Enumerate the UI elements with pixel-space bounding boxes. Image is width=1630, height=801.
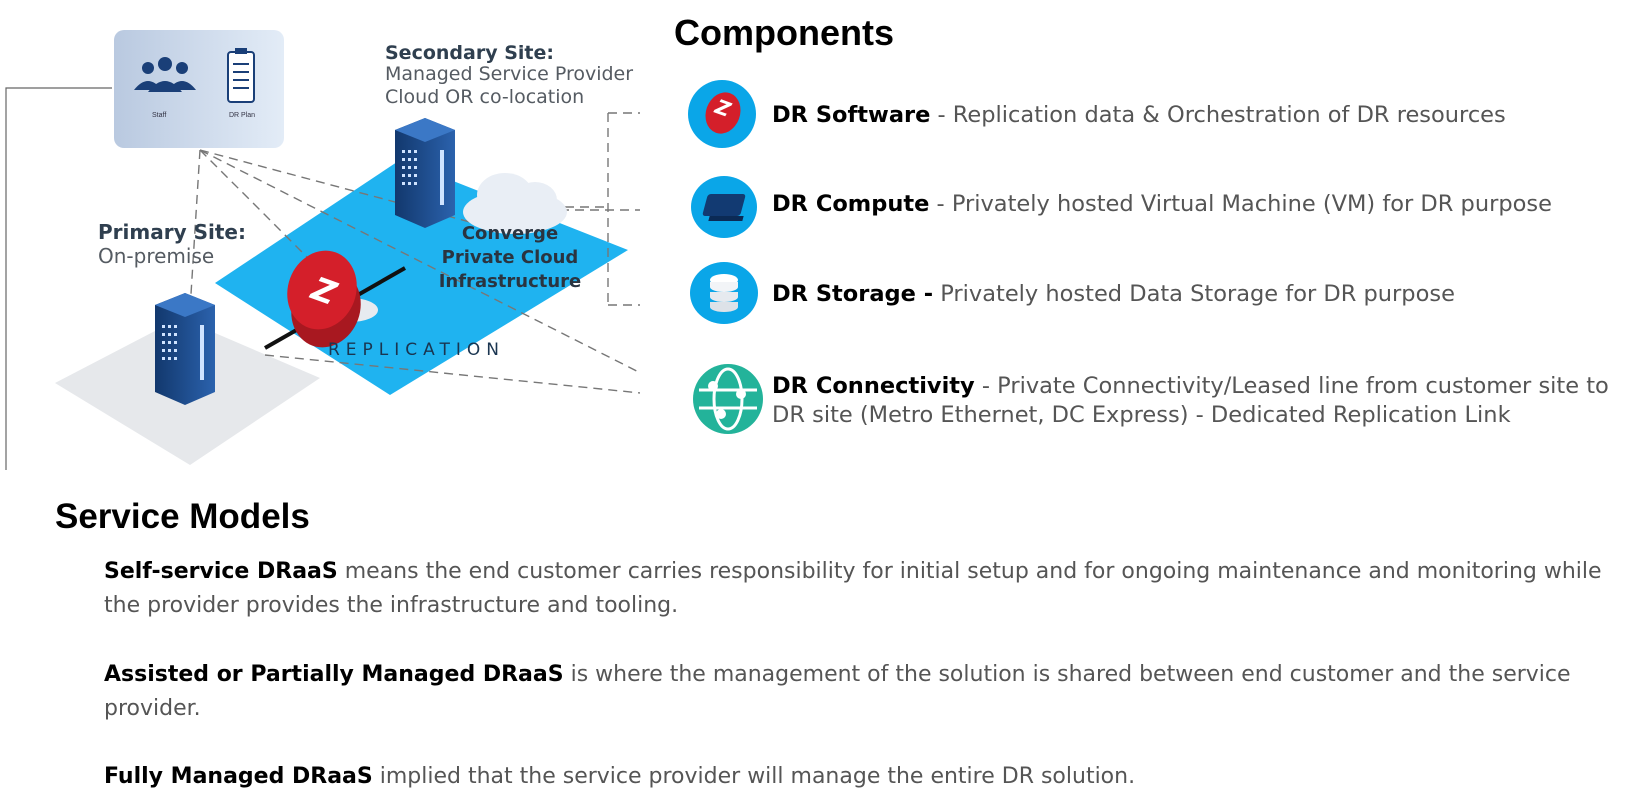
model-title: Assisted or Partially Managed DRaaS xyxy=(104,662,564,687)
zerto-puck-icon xyxy=(287,250,378,348)
clipboard-icon xyxy=(227,48,255,103)
service-model-self: Self-service DRaaS means the end custome… xyxy=(104,555,1604,623)
component-dr-software: DR Software - Replication data & Orchest… xyxy=(772,101,1592,130)
secondary-server-icon xyxy=(395,118,455,228)
zerto-icon: Z xyxy=(688,80,756,148)
cloud-icon xyxy=(463,173,567,234)
primary-site-sub: On-premise xyxy=(98,244,215,268)
cloud-line1: Converge xyxy=(461,223,559,244)
architecture-diagram xyxy=(5,30,640,470)
cloud-label: Converge Private Cloud Infrastructure xyxy=(430,222,590,294)
component-title: DR Software xyxy=(772,102,931,128)
compute-icon xyxy=(691,176,757,238)
staff-label: Staff xyxy=(152,112,167,119)
cloud-line3: Infrastructure xyxy=(438,271,582,292)
staff-icon xyxy=(134,57,196,92)
bracket-line xyxy=(5,87,112,470)
network-globe-icon xyxy=(693,364,763,434)
secondary-line2: Cloud OR co-location xyxy=(385,86,585,108)
model-title: Self-service DRaaS xyxy=(104,559,338,584)
component-desc: Privately hosted Data Storage for DR pur… xyxy=(933,281,1455,307)
component-dr-storage: DR Storage - Privately hosted Data Stora… xyxy=(772,280,1592,309)
dashed-connections xyxy=(189,112,640,394)
secondary-site-title: Secondary Site: xyxy=(385,42,554,64)
component-title: DR Connectivity xyxy=(772,373,975,399)
secondary-site-sub: Managed Service Provider Cloud OR co-loc… xyxy=(385,63,633,109)
model-desc: means the end customer carries responsib… xyxy=(104,559,1602,618)
model-title: Fully Managed DRaaS xyxy=(104,764,373,789)
cloud-line2: Private Cloud xyxy=(441,247,579,268)
drplan-label: DR Plan xyxy=(229,112,256,119)
component-desc: - Replication data & Orchestration of DR… xyxy=(930,102,1506,128)
model-desc: is where the management of the solution … xyxy=(104,662,1571,721)
service-models-heading: Service Models xyxy=(55,497,310,536)
component-title: DR Storage - xyxy=(772,281,934,307)
component-title: DR Compute xyxy=(772,191,930,217)
secondary-line1: Managed Service Provider xyxy=(385,63,634,85)
primary-server-icon xyxy=(155,293,215,405)
model-desc: implied that the service provider will m… xyxy=(372,764,1136,789)
component-desc: - Privately hosted Virtual Machine (VM) … xyxy=(929,191,1552,217)
service-model-assisted: Assisted or Partially Managed DRaaS is w… xyxy=(104,658,1604,726)
replication-label: REPLICATION xyxy=(328,340,505,360)
storage-icon xyxy=(690,262,758,324)
component-dr-connectivity: DR Connectivity - Private Connectivity/L… xyxy=(772,372,1612,430)
component-desc: - Private Connectivity/Leased line from … xyxy=(772,373,1609,428)
service-model-fully: Fully Managed DRaaS implied that the ser… xyxy=(104,760,1604,794)
primary-site-title: Primary Site: xyxy=(98,220,246,244)
components-heading: Components xyxy=(674,12,894,53)
component-dr-compute: DR Compute - Privately hosted Virtual Ma… xyxy=(772,190,1630,219)
